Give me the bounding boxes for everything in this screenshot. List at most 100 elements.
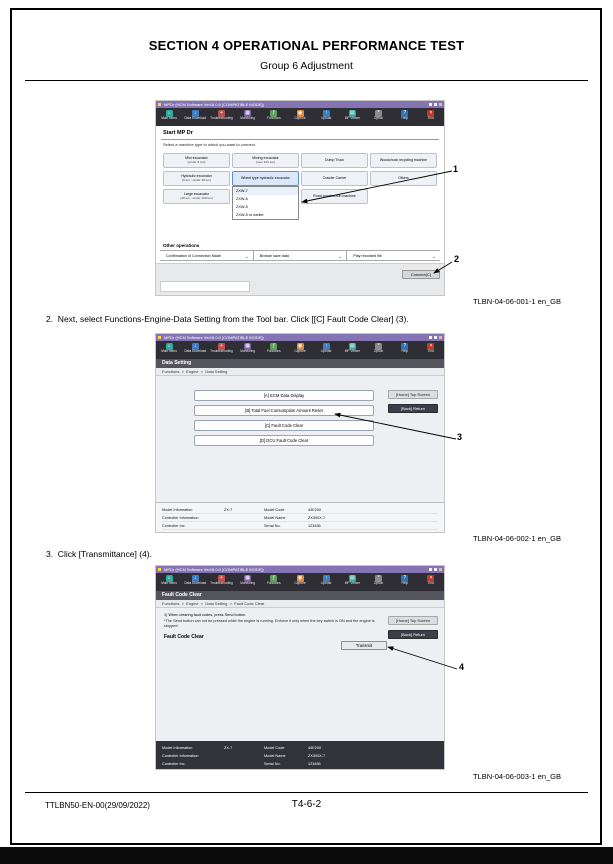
minimize-icon[interactable]: [429, 568, 432, 571]
info-label: Controller Information: [162, 754, 199, 758]
toolbar-icon: ?: [401, 574, 409, 582]
machine-name: Mining excavator: [252, 155, 279, 160]
machine-type-button-mini-excavator[interactable]: Mini excavator (under 8 ton): [163, 153, 230, 168]
toolbar-item[interactable]: ▦ Monitoring: [235, 573, 261, 586]
toolbar-item[interactable]: * Option: [366, 108, 392, 121]
toolbar-item-label: Main Menu: [161, 116, 177, 120]
toolbar-item-label: Functions: [266, 581, 281, 585]
toolbar-item[interactable]: ↓ Data Download: [182, 341, 208, 354]
machine-range: (48 ton - under 100 ton): [180, 196, 213, 201]
breadcrumb[interactable]: Functions > Engine > Data Setting > Faul…: [156, 600, 444, 608]
toolbar-item-label: MP Viewer: [344, 116, 361, 120]
minimize-icon[interactable]: [429, 103, 432, 106]
machine-type-button-crawler-carrier[interactable]: Crawler Carrier: [301, 171, 368, 186]
window-titlebar: MPDr (HCM Software Ver16.0.0 [COMPATIBLE…: [156, 101, 444, 108]
back-return-button[interactable]: [Back] Return: [388, 630, 438, 639]
toolbar-icon: ƒ: [270, 342, 278, 350]
toolbar-item[interactable]: + Troubleshooting: [208, 573, 234, 586]
breadcrumb[interactable]: Functions > Engine > Data Setting: [156, 368, 444, 376]
toolbar-item[interactable]: ? Help: [392, 573, 418, 586]
machine-name: Others: [398, 175, 409, 180]
toolbar-item[interactable]: ? Help: [392, 341, 418, 354]
toolbar-item[interactable]: ↓ Data Download: [182, 573, 208, 586]
toolbar-item[interactable]: ↑ Upload: [313, 341, 339, 354]
close-icon[interactable]: [439, 568, 442, 571]
toolbar-icon: ↑: [322, 109, 330, 117]
toolbar-item[interactable]: ↑ Upload: [313, 108, 339, 121]
toolbar-item[interactable]: ◉ Capture: [287, 341, 313, 354]
dcu-fault-code-clear-button[interactable]: [D] DCU Fault Code Clear: [194, 435, 374, 446]
machine-type-button-wheel-type-hydraulic-excavator[interactable]: Wheel type hydraulic excavator: [232, 171, 299, 186]
toolbar-item[interactable]: ⌂ Main Menu: [156, 573, 182, 586]
toolbar-icon: ×: [427, 342, 435, 350]
dropdown-option[interactable]: ZXW-7: [233, 187, 298, 195]
op-play-recorded-file[interactable]: Play recorded file →: [347, 251, 440, 260]
dropdown-option[interactable]: ZXW-5: [236, 205, 248, 209]
start-heading: Start MP Dr: [163, 130, 193, 136]
toolbar-item[interactable]: ƒ Functions: [261, 108, 287, 121]
machine-type-button-dump-truck[interactable]: Dump Truck: [301, 153, 368, 168]
info-value: [224, 760, 264, 768]
machine-type-button-road-construction-machine[interactable]: Road construction machine: [301, 189, 368, 204]
toolbar-icon: ↓: [191, 574, 199, 582]
info-value: ZX-7: [224, 508, 233, 512]
maximize-icon[interactable]: [434, 336, 437, 339]
toolbar-item[interactable]: ▤ MP Viewer: [339, 341, 365, 354]
op-confirmation-of-connection[interactable]: Confirmation of Connection Made →: [160, 251, 254, 260]
dropdown-option[interactable]: ZXW-6: [236, 197, 248, 201]
home-top-screen-button[interactable]: [Home] Top Screen: [388, 390, 438, 399]
toolbar-item[interactable]: + Troubleshooting: [208, 341, 234, 354]
toolbar-item[interactable]: ↓ Data Download: [182, 108, 208, 121]
machine-type-button-large-excavator[interactable]: Large excavator (48 ton - under 100 ton): [163, 189, 230, 204]
toolbar-item[interactable]: ◉ Capture: [287, 108, 313, 121]
toolbar-item-label: Upload: [321, 116, 332, 120]
toolbar-icon: ▦: [244, 342, 252, 350]
toolbar: ⌂ Main Menu ↓ Data Download + Troublesho…: [156, 341, 444, 359]
close-icon[interactable]: [439, 336, 442, 339]
toolbar-item[interactable]: * Option: [366, 341, 392, 354]
model-info-panel: Model Information ZX-7 Model Code 44E200…: [156, 741, 444, 769]
toolbar-item[interactable]: × End: [418, 573, 444, 586]
total-fuel-consumption-reset-button[interactable]: [B] Total Fuel Consumption Amount Reset: [194, 405, 374, 416]
toolbar-icon: ?: [401, 109, 409, 117]
info-label: Model Information: [162, 508, 193, 512]
toolbar-item[interactable]: + Troubleshooting: [208, 108, 234, 121]
machine-type-button-mining-excavator[interactable]: Mining excavator (over 100 ton): [232, 153, 299, 168]
toolbar-item[interactable]: ƒ Functions: [261, 341, 287, 354]
toolbar-item[interactable]: ▦ Monitoring: [235, 341, 261, 354]
transmit-button[interactable]: Transmit: [341, 641, 387, 650]
close-icon[interactable]: [439, 103, 442, 106]
machine-type-button-others[interactable]: Others: [370, 171, 437, 186]
toolbar-item[interactable]: ⌂ Main Menu: [156, 108, 182, 121]
toolbar-item[interactable]: * Option: [366, 573, 392, 586]
app-icon: [158, 103, 161, 106]
ecm-data-display-button[interactable]: [A] ECM Data Display: [194, 390, 374, 401]
maximize-icon[interactable]: [434, 568, 437, 571]
op-browse-save-data[interactable]: Browse save data →: [254, 251, 348, 260]
dropdown-option[interactable]: ZXW-5 or earlier: [236, 213, 264, 217]
back-return-button[interactable]: [Back] Return: [388, 404, 438, 413]
minimize-icon[interactable]: [429, 336, 432, 339]
toolbar-item[interactable]: ▦ Monitoring: [235, 108, 261, 121]
toolbar-icon: ◉: [296, 109, 304, 117]
toolbar-item[interactable]: × End: [418, 341, 444, 354]
home-top-screen-button[interactable]: [Home] Top Screen: [388, 616, 438, 625]
toolbar-item[interactable]: × End: [418, 108, 444, 121]
toolbar-item-label: Monitoring: [240, 349, 256, 353]
info-label: Serial No.: [264, 762, 281, 766]
toolbar-item[interactable]: ↑ Upload: [313, 573, 339, 586]
toolbar-item[interactable]: ⌂ Main Menu: [156, 341, 182, 354]
connect-button[interactable]: Connect(C): [402, 270, 440, 279]
machine-type-button-hydraulic-excavator[interactable]: Hydraulic excavator (8 ton - under 48 to…: [163, 171, 230, 186]
machine-type-button-recycling-machine[interactable]: Woodchuck recycling machine: [370, 153, 437, 168]
toolbar-item[interactable]: ▤ MP Viewer: [339, 573, 365, 586]
fault-code-clear-button[interactable]: [C] Fault Code Clear: [194, 420, 374, 431]
toolbar-item[interactable]: ◉ Capture: [287, 573, 313, 586]
info-label: Model Name: [264, 754, 286, 758]
toolbar-item[interactable]: ? Help: [392, 108, 418, 121]
toolbar-item[interactable]: ƒ Functions: [261, 573, 287, 586]
maximize-icon[interactable]: [434, 103, 437, 106]
toolbar-item-label: Help: [401, 116, 409, 120]
toolbar-item[interactable]: ▤ MP Viewer: [339, 108, 365, 121]
window-controls: [429, 568, 442, 571]
